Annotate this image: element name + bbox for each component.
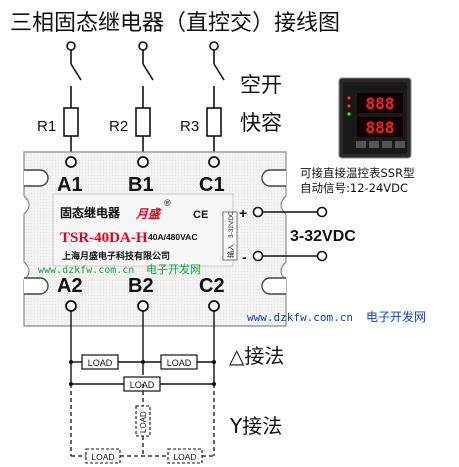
temperature-controller: 888 888 [338,77,412,159]
phase-c-source-node [209,41,219,51]
terminal-b1-screw [137,156,149,168]
dc-voltage-label: 3-32VDC [290,228,356,245]
module-input-label: 输入 [226,244,235,258]
module-company: 上海月盛电子科技有限公司 [62,250,170,262]
terminal-c2-screw [208,300,220,312]
dc-plus-node [316,206,328,218]
input-label-box [222,211,238,261]
controller-note-line2: 自动信号:12-24VDC [300,181,408,195]
phase-a-source-node [66,41,76,51]
terminal-a1-screw [65,156,77,168]
star-load-a: LOAD [85,448,121,464]
delta-load-ab: LOAD [81,354,119,370]
terminal-a1-label: A1 [57,174,83,196]
minus-terminal-screw [252,250,264,262]
resistor-label-r3: R3 [180,118,199,135]
controller-display-bottom: 888 [366,118,395,137]
relay-module [23,151,287,327]
watermark-name-2: 电子开发网 [366,309,426,324]
svg-text:LOAD: LOAD [88,358,113,368]
star-connection-label: Y接法 [229,414,282,438]
svg-text:LOAD: LOAD [91,452,114,462]
star-load-c: LOAD [167,448,203,464]
delta-connection [70,311,215,385]
diagram-title: 三相固态继电器（直控交）接线图 [10,11,340,36]
terminal-c2-label: C2 [199,275,225,297]
watermark-url-1: www.dzkfw.com.cn [38,265,134,276]
star-connection [70,384,215,457]
phase-a-line [63,48,82,158]
controller-display-top: 888 [366,94,395,113]
module-registered-mark: ® [164,198,171,208]
module-name: 固态继电器 [60,205,121,220]
terminal-a2-label: A2 [57,275,83,297]
phase-c-line [206,48,225,158]
svg-text:LOAD: LOAD [173,452,196,462]
terminal-c1-label: C1 [199,174,225,196]
svg-text:LOAD: LOAD [167,358,192,368]
controller-note-line1: 可接直接温控表SSR型 [300,166,415,180]
resistor-label-r1: R1 [37,118,56,135]
svg-text:LOAD: LOAD [130,380,155,390]
phase-b-line [135,48,154,158]
watermark-url-2: www.dzkfw.com.cn [247,311,353,324]
terminal-a2-screw [65,300,77,312]
module-brand: 月盛 [135,207,162,221]
phase-b-source-node [138,41,148,51]
fuse-label: 快容 [240,111,282,135]
delta-connection-label: △接法 [229,344,284,368]
delta-load-ca: LOAD [123,376,161,392]
terminal-c1-screw [208,156,220,168]
plus-sign: + [239,205,247,221]
module-rating: 40A/480VAC [148,232,197,242]
watermark-name-1: 电子开发网 [146,262,201,276]
dc-minus-node [316,250,328,262]
module-ce-mark: CE [193,209,208,221]
module-model: TSR-40DA-H [60,230,148,246]
star-load-b: LOAD [135,405,151,437]
module-input-range: 3-32VDC [228,211,235,238]
svg-text:LOAD: LOAD [139,411,148,433]
delta-load-bc: LOAD [160,354,198,370]
breaker-label: 空开 [240,73,282,97]
terminal-b2-screw [137,300,149,312]
plus-terminal-screw [252,206,264,218]
minus-sign: - [242,249,247,265]
terminal-b1-label: B1 [128,174,154,196]
resistor-label-r2: R2 [109,118,128,135]
terminal-b2-label: B2 [128,275,154,297]
